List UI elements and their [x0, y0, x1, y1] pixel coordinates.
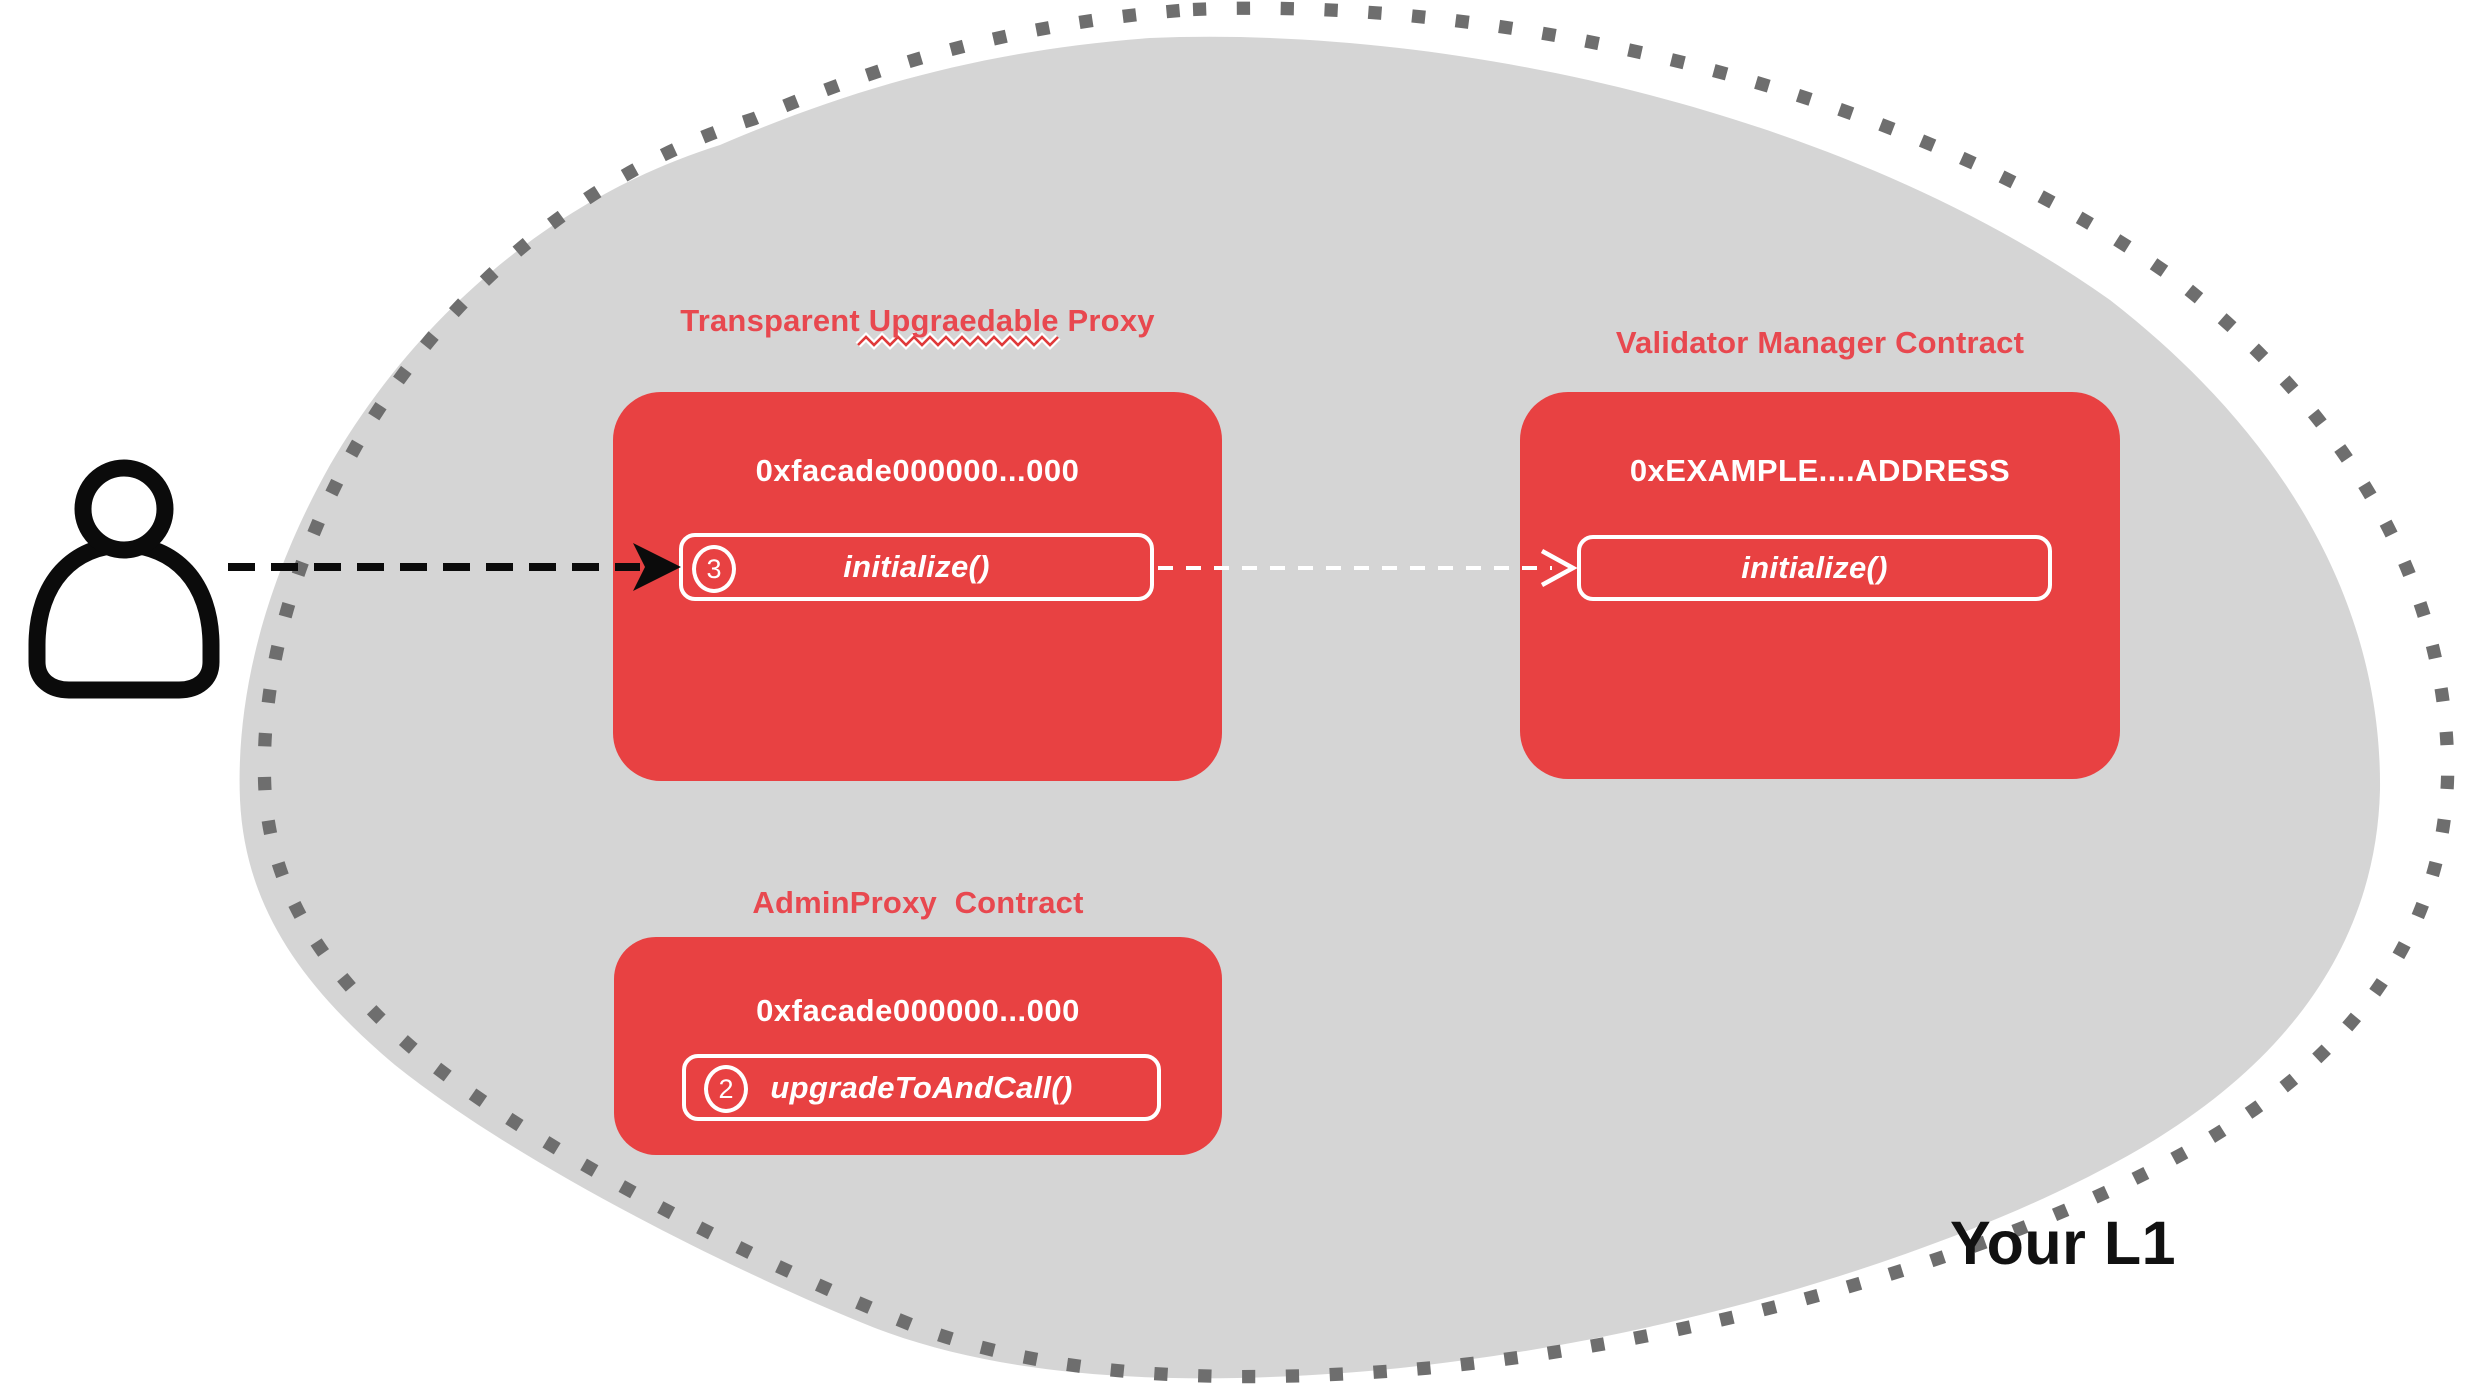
proxy-contract-title-line1: Transparent Upgraedable Proxy — [680, 303, 1155, 338]
admin-proxy-title: AdminProxy Contract — [752, 885, 1084, 920]
admin-proxy-address: 0xfacade000000...000 — [756, 993, 1080, 1028]
proxy-initialize-label: initialize() — [843, 549, 990, 584]
admin-proxy-box: 0xfacade000000...000 2 upgradeToAndCall(… — [614, 937, 1222, 1155]
validator-initialize-pill: initialize() — [1577, 535, 2052, 601]
step-2-badge: 2 — [704, 1065, 748, 1113]
proxy-contract-address: 0xfacade000000...000 — [755, 453, 1080, 488]
region-label: Your L1 — [1950, 1209, 2177, 1277]
upgrade-to-and-call-label: upgradeToAndCall() — [770, 1069, 1073, 1105]
user-icon — [28, 459, 220, 699]
proxy-contract-box: 0xfacade000000...000 3 initialize() — [613, 392, 1222, 781]
proxy-initialize-pill: 3 initialize() — [679, 533, 1154, 601]
validator-manager-address: 0xEXAMPLE....ADDRESS — [1629, 453, 2011, 488]
step-3-badge: 3 — [692, 545, 736, 593]
validator-manager-box: 0xEXAMPLE....ADDRESS initialize() — [1520, 392, 2120, 779]
spellcheck-squiggle — [855, 332, 1061, 350]
upgrade-to-and-call-pill: 2 upgradeToAndCall() — [682, 1054, 1161, 1121]
l1-region-dotted-border — [257, 1, 2455, 1384]
validator-manager-title: Validator Manager Contract — [1615, 325, 2025, 360]
validator-initialize-label: initialize() — [1741, 550, 1888, 585]
